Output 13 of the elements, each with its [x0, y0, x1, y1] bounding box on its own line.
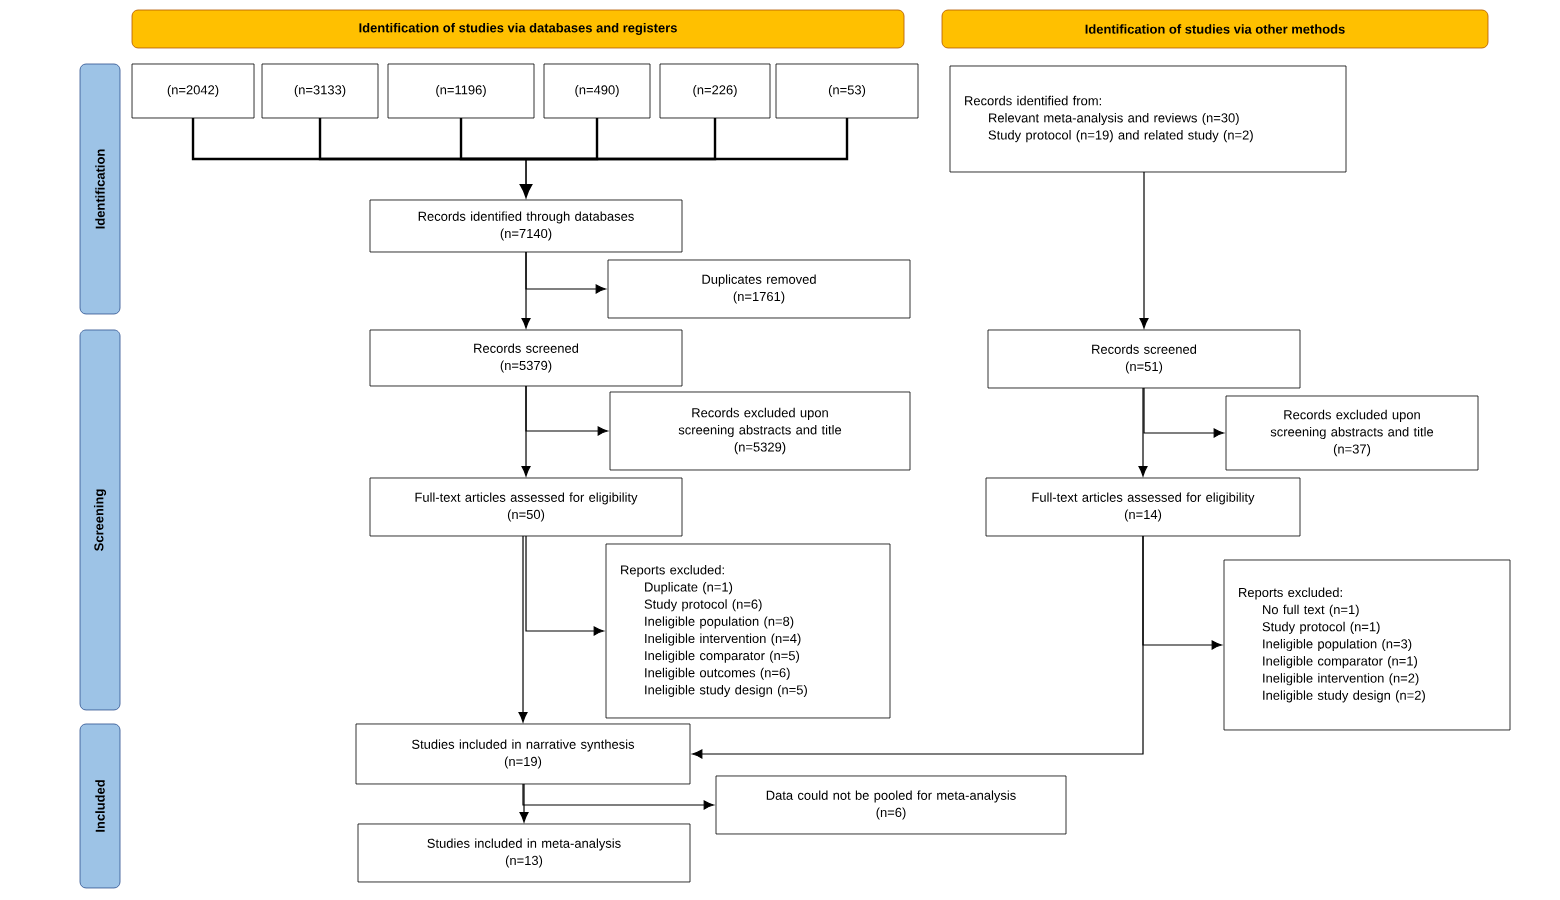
connector-line — [526, 118, 849, 161]
arrow — [521, 385, 531, 477]
arrow — [519, 783, 529, 823]
arrow — [1139, 171, 1149, 329]
arrow — [525, 535, 604, 636]
connector-line — [459, 118, 526, 161]
arrow — [518, 535, 528, 723]
arrow — [1138, 387, 1148, 477]
arrow — [519, 158, 533, 198]
arrow — [521, 251, 531, 329]
arrow — [1143, 387, 1224, 438]
arrow — [692, 535, 1144, 759]
arrow — [522, 783, 714, 810]
